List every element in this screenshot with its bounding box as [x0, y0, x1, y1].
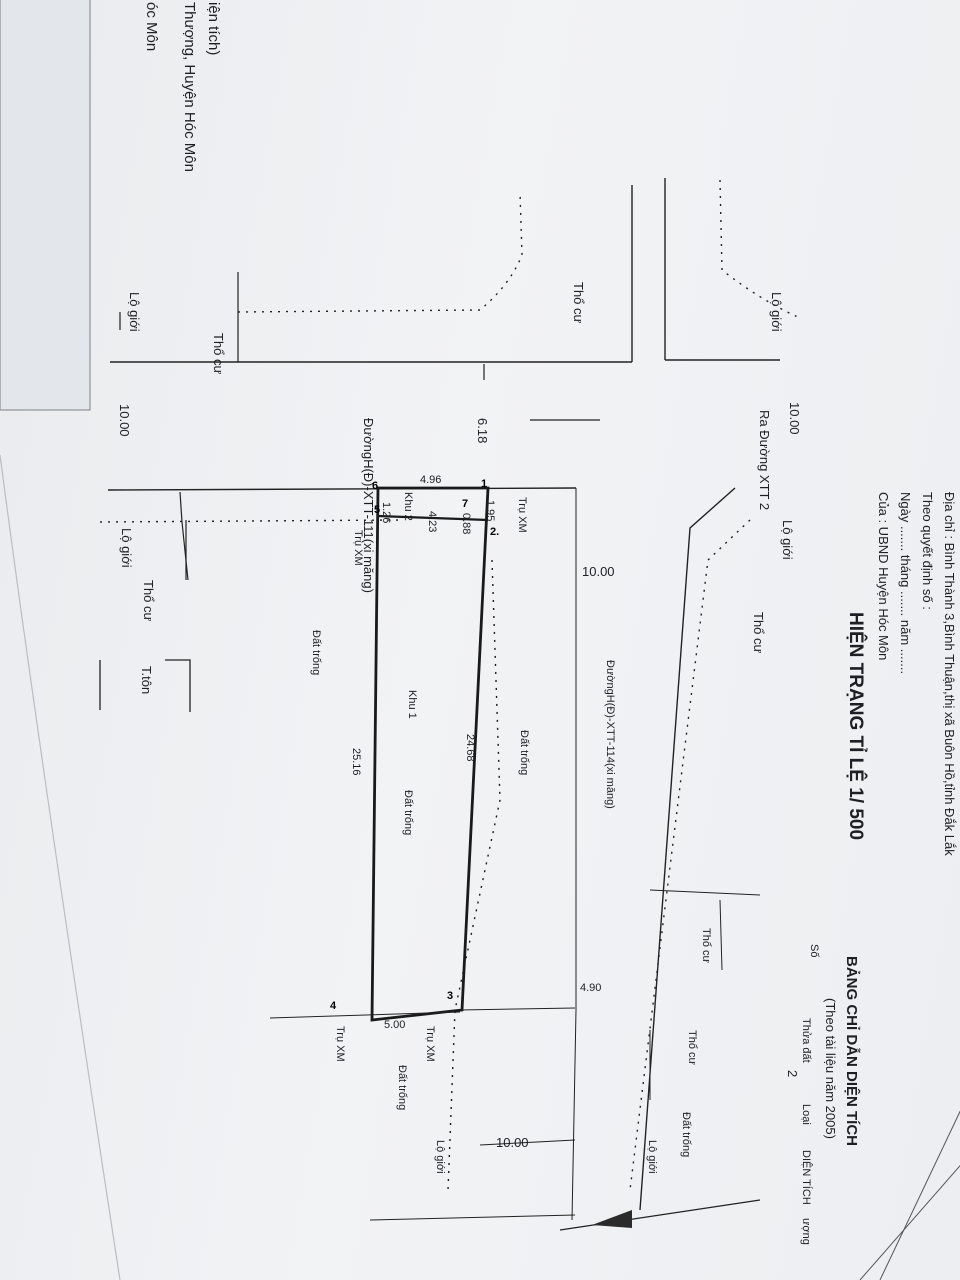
index-cell-2: 2	[785, 1070, 800, 1078]
side-fragment-3: óc Môn	[143, 2, 160, 52]
tru-xm-label-2: Trụ XM	[352, 530, 364, 566]
lo-gioi-dotted-bottom	[99, 519, 401, 523]
dim-500: 5.00	[384, 1019, 406, 1031]
lo-gioi-label-6: Lộ giới	[646, 1140, 658, 1174]
dim-088: 0.88	[460, 513, 472, 535]
dat-trong-label-5: Đất trống	[680, 1112, 692, 1158]
page-title: HIỆN TRẠNG TỈ LỆ 1/ 500	[845, 612, 866, 841]
dim-top-10: 10.00	[582, 564, 615, 579]
point-7: 7	[462, 498, 469, 510]
t-ton-bracket	[165, 659, 191, 712]
dat-trong-label-3: Đất trống	[310, 630, 322, 676]
lo-gioi-label-4: Lộ giới	[119, 528, 134, 568]
dim-2468: 24.68	[464, 734, 476, 762]
road-edge-bottom	[107, 487, 577, 491]
side-fragment-2: Thượng, Huyện Hóc Môn	[181, 2, 198, 172]
street-edge-right	[639, 487, 736, 1211]
side-fragment-1: iện tích)	[205, 2, 222, 56]
dat-trong-label-2: Đất trống	[402, 790, 414, 836]
street-dotted-right	[629, 519, 751, 1191]
dim-2516: 25.16	[350, 748, 362, 776]
index-table-subtitle: (Theo tài liệu năm 2005)	[823, 998, 838, 1139]
tho-cu-label-1: Thổ cư	[211, 333, 226, 375]
lo-gioi-dotted-right-top	[719, 179, 801, 319]
road-label-right: ĐườngH(Đ)-XTT-114(xi măng)	[604, 660, 616, 809]
index-table-title: BẢNG CHỈ DẪN DIỆN TÍCH	[843, 956, 860, 1146]
dim-490: 4.90	[580, 982, 602, 994]
dim-423: 4.23	[426, 511, 438, 533]
point-5: 5	[374, 504, 381, 516]
index-cell-4: DIỆN TÍCH	[800, 1150, 812, 1205]
dim-width-right: 10.00	[787, 402, 802, 435]
point-2: 2.	[490, 526, 500, 538]
dim-195: 1.95	[484, 500, 496, 522]
point-4: 4	[330, 1000, 337, 1012]
point-1: 1	[481, 478, 488, 490]
lo-gioi-dotted-top	[237, 191, 523, 313]
decision-line: Theo quyết định số :	[920, 492, 935, 610]
dat-trong-label-4: Đất trống	[396, 1065, 408, 1111]
side-panel-frame	[0, 0, 91, 411]
lo-gioi-label-1: Lộ giới	[127, 292, 142, 332]
dim-126: 1.26	[380, 502, 392, 524]
point-6: 6	[372, 480, 379, 492]
tru-xm-label-1: Trụ XM	[516, 497, 528, 533]
tho-cu-label-2: Thổ cư	[571, 282, 586, 324]
point-3: 3	[447, 990, 454, 1002]
dat-trong-label-1: Đất trống	[518, 730, 530, 776]
khu-1-label: Khu 1	[406, 690, 418, 719]
tho-cu-label-6: Thổ cư	[686, 1030, 698, 1065]
tru-xm-label-4: Trụ XM	[334, 1026, 346, 1062]
lo-gioi-label-3: Lộ giới	[780, 520, 795, 560]
date-line: Ngày ....... tháng ....... năm .......	[898, 492, 913, 675]
paper-fold-line	[0, 454, 121, 1280]
index-cell-1: Thửa đất	[800, 1018, 812, 1063]
dim-618: 6.18	[475, 418, 490, 444]
index-cell-6: ượng	[800, 1218, 812, 1245]
index-cell-3: Loại	[800, 1104, 812, 1125]
lo-gioi-label-2: Lộ giới	[769, 292, 784, 332]
lo-gioi-dotted-parcel	[447, 559, 501, 1191]
lo-gioi-label-5: Lộ giới	[434, 1140, 446, 1174]
issuer-line: Của : UBND Huyện Hóc Môn	[876, 492, 891, 661]
parcel-bottom-extension	[269, 1011, 461, 1019]
road-exit-label: Ra Đường XTT 2	[757, 410, 772, 511]
tho-cu-label-5: Thổ cư	[700, 928, 712, 963]
dim-496: 4.96	[420, 474, 442, 486]
north-arrow	[592, 1210, 632, 1228]
tho-cu-label-3: Thổ cư	[751, 612, 766, 654]
khu-2-label: Khu 2	[402, 492, 414, 521]
dim-bottom-10: 10.00	[496, 1135, 529, 1150]
address-line: Địa chỉ : Bình Thành 3,Bình Thuận,thị xã…	[942, 492, 957, 856]
t-ton-label: T.tôn	[139, 666, 154, 695]
dim-width-left: 10.00	[117, 404, 132, 437]
index-cell-5: Số	[808, 944, 820, 958]
khu-2-divider	[377, 514, 489, 522]
tho-cu-label-4: Thổ cư	[141, 580, 156, 622]
tru-xm-label-3: Trụ XM	[424, 1026, 436, 1062]
